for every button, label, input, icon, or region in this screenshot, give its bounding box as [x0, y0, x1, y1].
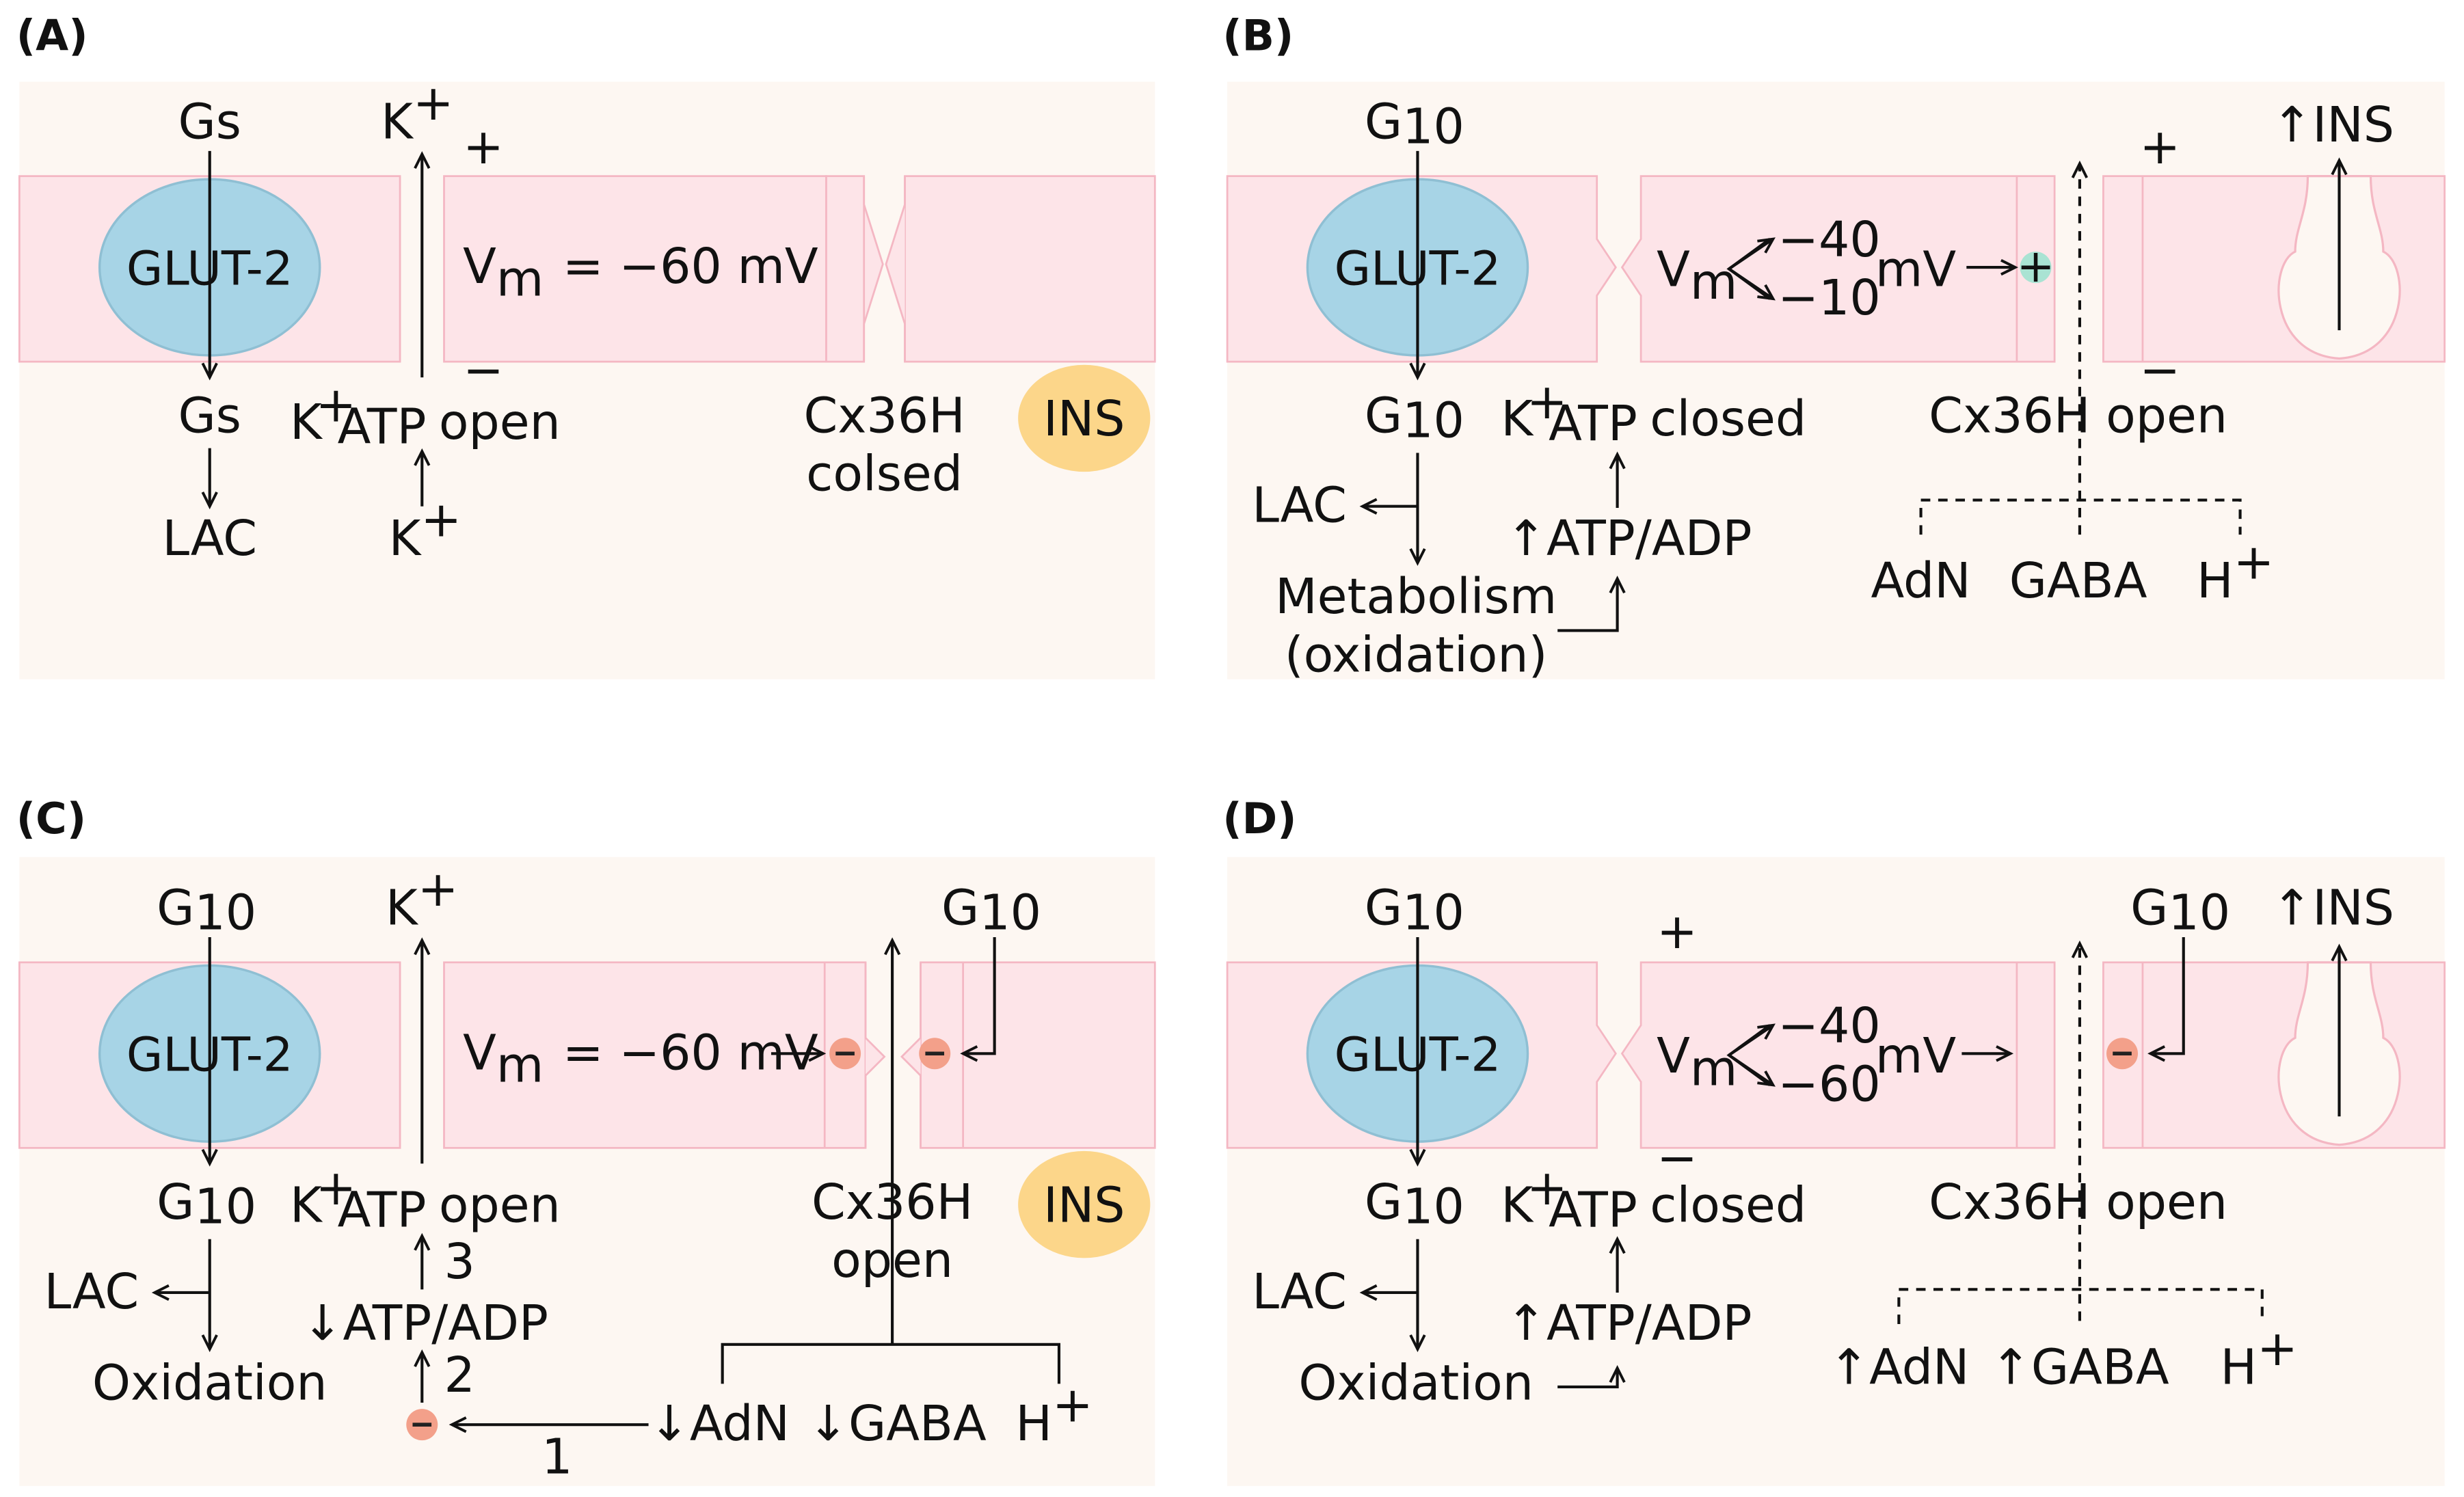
potassium-out: K+: [386, 861, 459, 936]
panel-d-tag: (D): [1222, 794, 1296, 844]
potassium-out: K+: [381, 75, 454, 150]
connexin-label: Cx36H open: [1929, 388, 2227, 444]
glucose-extracellular: G10: [1365, 880, 1464, 941]
glucose-inhibition-arrow: [960, 937, 996, 1062]
signal-bracket: [1919, 498, 2242, 535]
glucose-extracellular: Gs: [178, 93, 241, 150]
step-2-label: 2: [444, 1347, 474, 1403]
vm-unit: mV: [1875, 1027, 1956, 1084]
vm-low-value: −10: [1778, 269, 1880, 326]
connexin-label: Cx36H: [812, 1174, 973, 1230]
atp-production-arrow: [1557, 1364, 1626, 1389]
membrane-plus-sign: +: [463, 118, 504, 175]
signal-proton: H+: [2197, 534, 2274, 610]
oxidation-label: Oxidation: [1298, 1354, 1534, 1411]
oxidation-label: Oxidation: [92, 1354, 327, 1411]
atp-adp-ratio: ↑ATP/ADP: [1505, 1295, 1752, 1351]
signal-adenosine: ↓AdN: [649, 1395, 790, 1452]
k-charge: +: [413, 75, 454, 131]
panel-b-tag: (B): [1222, 11, 1294, 61]
signal-adenosine: AdN: [1871, 552, 1971, 609]
insulin-label: INS: [1043, 390, 1125, 447]
membrane-minus-sign: −: [1657, 1129, 1698, 1186]
connexin-label: Cx36H: [803, 388, 965, 444]
insulin-granule: [1018, 1150, 1151, 1258]
panel-a-tag: (A): [16, 11, 88, 61]
glucose-intracellular: G10: [1365, 1174, 1464, 1235]
k-symbol: K: [381, 93, 414, 150]
membrane-potential: Vm= −60 mV: [463, 238, 818, 307]
glucose-extracellular-right: G10: [941, 880, 1041, 941]
membrane-potential: Vm: [1657, 241, 1737, 310]
signal-gaba: ↑GABA: [1990, 1338, 2169, 1395]
step-3-label: 3: [444, 1233, 474, 1290]
lactate-label: LAC: [1252, 477, 1347, 534]
insulin-release-label: ↑INS: [2272, 96, 2394, 153]
insulin-release-label: ↑INS: [2272, 880, 2394, 936]
glucose-intracellular: G10: [1365, 388, 1464, 449]
vm-down-arrow: [1728, 267, 1776, 301]
vm-high-value: −40: [1778, 211, 1880, 268]
lactate-label: LAC: [162, 510, 257, 567]
membrane: [18, 961, 1156, 1149]
glucose-intracellular: Gs: [178, 388, 241, 444]
panel-b: (B) GLUT-2 G10 G10 LAC Metabolism (oxida…: [1222, 11, 2446, 683]
atp-adp-ratio: ↑ATP/ADP: [1505, 510, 1752, 567]
insulin-granule: [1018, 364, 1151, 472]
connexin-state: colsed: [806, 446, 963, 502]
potassium-in: K+: [389, 491, 462, 567]
vm-up-arrow: [1728, 1023, 1776, 1057]
signal-gaba: GABA: [2009, 552, 2147, 609]
activation-sign: +: [2017, 239, 2055, 293]
glucose-extracellular: G10: [157, 880, 256, 941]
membrane-potential: Vm: [1657, 1027, 1737, 1096]
membrane-minus-sign: −: [463, 342, 504, 399]
panel-c-tag: (C): [16, 794, 86, 844]
connexin-hemichannel: [885, 176, 906, 362]
activation-dot: [2020, 252, 2052, 284]
vm-down-arrow: [1728, 1053, 1776, 1087]
atp-production-arrow: [1557, 576, 1626, 632]
panel-d: (D) GLUT-2 G10 G10 LAC Oxidation ↑ATP/AD…: [1222, 794, 2446, 1486]
vm-up-arrow: [1728, 237, 1776, 271]
membrane-plus-sign: +: [2139, 118, 2180, 175]
panel-a-background: [19, 81, 1155, 679]
vm-unit: mV: [1875, 241, 1956, 298]
panel-c: (C) GLUT-2 G10 G10 LAC Oxidation K+ K+AT…: [16, 794, 1156, 1486]
membrane-plus-sign: +: [1657, 903, 1698, 960]
glucose-extracellular-right: G10: [2130, 880, 2230, 941]
signal-adenosine: ↑AdN: [1828, 1338, 1969, 1395]
metabolism-label: Metabolism: [1275, 568, 1557, 625]
atp-adp-ratio: ↓ATP/ADP: [302, 1295, 548, 1351]
signal-proton: H+: [2220, 1320, 2297, 1396]
vm-high-value: −40: [1778, 997, 1880, 1054]
signal-bracket: [721, 1343, 1061, 1384]
signal-proton: H+: [1015, 1377, 1093, 1453]
vm-low-value: −60: [1778, 1055, 1880, 1112]
connexin-state: open: [831, 1232, 953, 1289]
membrane: [18, 175, 1156, 363]
glucose-intracellular: G10: [157, 1174, 256, 1235]
insulin-label: INS: [1043, 1176, 1125, 1233]
oxidation-note: (oxidation): [1285, 626, 1548, 683]
lactate-label: LAC: [1252, 1263, 1347, 1320]
signal-gaba: ↓GABA: [807, 1395, 987, 1452]
membrane-minus-sign: −: [2139, 342, 2180, 399]
glucose-extracellular: G10: [1365, 93, 1464, 154]
connexin-label: Cx36H open: [1929, 1174, 2227, 1230]
glucose-inhibition-arrow: [2147, 937, 2185, 1062]
lactate-label: LAC: [44, 1263, 139, 1320]
step-1-label: 1: [541, 1428, 572, 1485]
signal-bracket: [1897, 1288, 2264, 1324]
